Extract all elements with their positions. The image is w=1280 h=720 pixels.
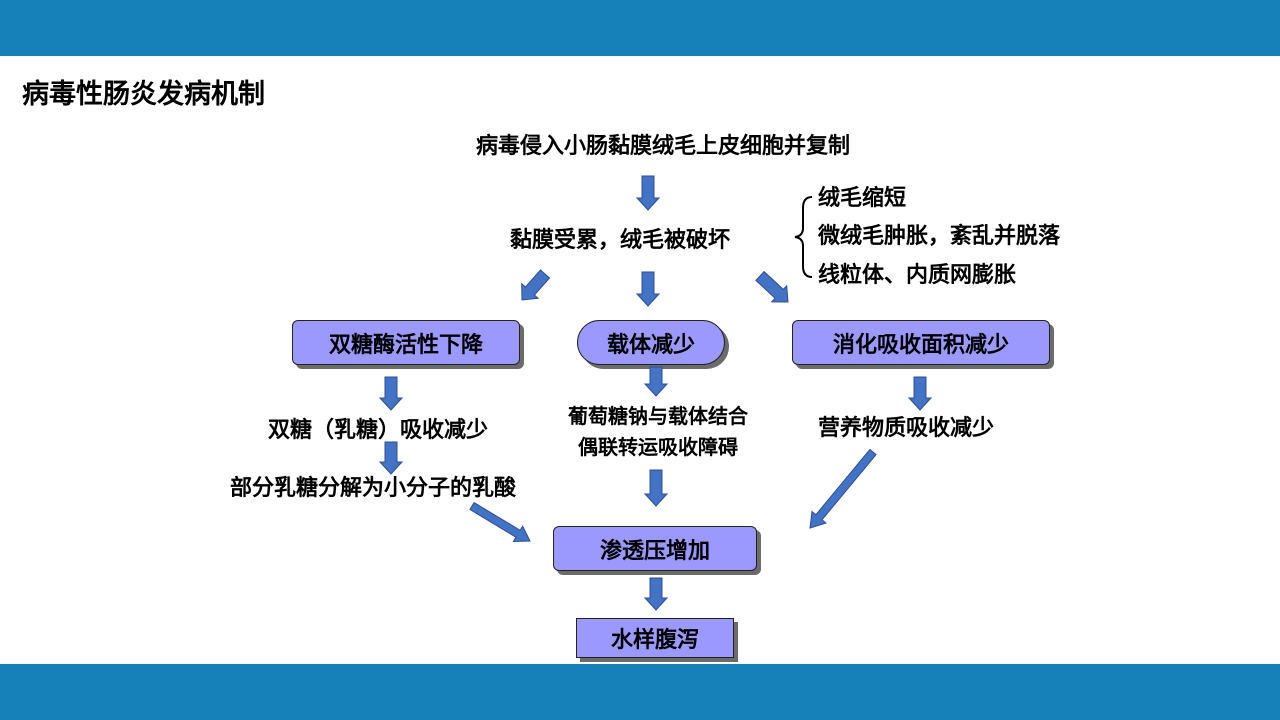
arrow-down-right-icon [755, 270, 789, 303]
step-glucose-sodium-line2: 偶联转运吸收障碍 [578, 435, 738, 459]
box-watery-diarrhea: 水样腹泻 [576, 618, 734, 658]
box-osmotic-label: 渗透压增加 [599, 538, 710, 564]
box-carrier-decrease: 载体减少 [577, 320, 725, 365]
step-nutrient-absorption: 营养物质吸收减少 [818, 416, 995, 441]
step-lactose-absorption: 双糖（乳糖）吸收减少 [268, 418, 489, 443]
box-absorption-area-label: 消化吸收面积减少 [832, 332, 1009, 358]
box-disaccharidase-decrease: 双糖酶活性下降 [292, 320, 520, 365]
box-absorption-area-decrease: 消化吸收面积减少 [792, 320, 1050, 365]
brace-item-microvilli-swelling: 微绒毛肿胀，紊乱并脱落 [818, 224, 1061, 249]
box-disaccharidase-label: 双糖酶活性下降 [328, 332, 483, 358]
box-carrier-label: 载体减少 [606, 332, 695, 358]
step-mucosa-damage: 黏膜受累，绒毛被破坏 [510, 228, 731, 253]
step-lactic-acid: 部分乳糖分解为小分子的乳酸 [230, 476, 517, 501]
slide-title: 病毒性肠炎发病机制 [22, 79, 265, 110]
arrow-down-left-icon [809, 448, 877, 529]
bottom-banner [0, 664, 1280, 720]
box-diarrhea-label: 水样腹泻 [610, 628, 699, 653]
step-glucose-sodium-line1: 葡萄糖钠与载体结合 [568, 404, 748, 428]
brace-item-organelle-swelling: 线粒体、内质网膨胀 [818, 263, 1017, 288]
arrow-down-icon [378, 441, 404, 475]
arrow-down-icon [643, 366, 669, 397]
arrow-down-icon [635, 271, 661, 307]
step-virus-invasion: 病毒侵入小肠黏膜绒毛上皮细胞并复制 [475, 134, 850, 159]
arrow-down-right-icon [469, 501, 531, 543]
brace-icon [794, 196, 813, 278]
arrow-down-icon [635, 175, 661, 211]
box-osmotic-pressure: 渗透压增加 [553, 526, 757, 571]
brace-item-villi-shortening: 绒毛缩短 [818, 186, 907, 211]
arrow-down-left-icon [521, 269, 551, 301]
arrow-down-icon [643, 469, 669, 507]
arrow-down-icon [907, 376, 933, 411]
top-banner [0, 0, 1280, 56]
arrow-down-icon [378, 376, 404, 411]
arrow-down-icon [643, 577, 669, 611]
